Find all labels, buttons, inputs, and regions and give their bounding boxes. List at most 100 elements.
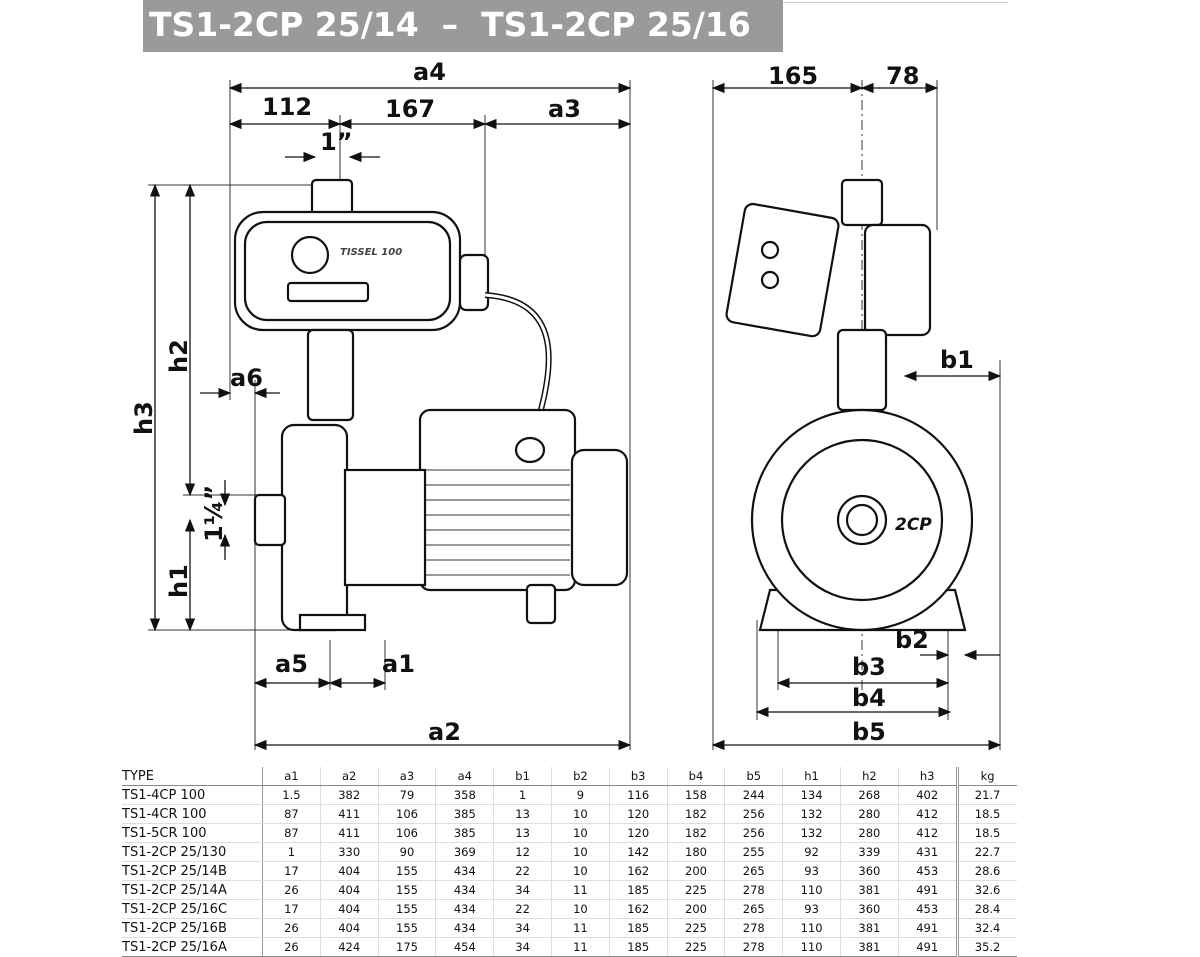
value-cell: 256 [724,804,783,824]
type-cell: TS1-2CP 25/14A [122,880,263,900]
dim-b5: b5 [852,718,886,746]
value-cell: 13 [493,823,552,843]
value-cell: 225 [666,937,725,957]
column-header: b5 [724,767,783,786]
value-cell: 35.2 [955,937,1017,957]
value-cell: 434 [435,918,494,938]
dim-h1: h1 [165,564,193,598]
value-cell: 132 [782,823,841,843]
value-cell: 21.7 [955,785,1017,805]
value-cell: 87 [262,804,321,824]
value-cell: 434 [435,861,494,881]
value-cell: 32.6 [955,880,1017,900]
column-header: h1 [782,767,841,786]
value-cell: 34 [493,918,552,938]
value-cell: 268 [839,785,899,805]
value-cell: 32.4 [955,918,1017,938]
value-cell: 491 [897,918,958,938]
pump-dimension-drawing: TISSEL 100 2CP a4 112 167 a3 1” h3 h2 a6… [130,58,1002,751]
value-cell: 11 [550,880,610,900]
value-cell: 155 [377,861,436,881]
value-cell: 142 [608,842,668,862]
type-cell: TS1-4CR 100 [122,804,263,824]
value-cell: 155 [377,918,436,938]
value-cell: 22 [493,899,552,919]
column-header: a4 [435,767,494,786]
divider [783,2,1008,3]
dim-1-1-4-inch: 1¼” [200,485,228,542]
value-cell: 155 [377,880,436,900]
value-cell: 280 [839,823,899,843]
value-cell: 155 [377,899,436,919]
dim-167: 167 [385,95,435,123]
value-cell: 381 [839,937,899,957]
value-cell: 385 [435,804,494,824]
dim-112: 112 [262,93,312,121]
value-cell: 26 [262,937,321,957]
value-cell: 10 [550,899,610,919]
value-cell: 110 [782,918,841,938]
value-cell: 185 [608,937,668,957]
dim-165: 165 [768,62,818,90]
value-cell: 360 [839,861,899,881]
value-cell: 34 [493,880,552,900]
value-cell: 278 [724,880,783,900]
value-cell: 358 [435,785,494,805]
dim-1-inch: 1” [320,128,352,156]
type-cell: TS1-2CP 25/14B [122,861,263,881]
value-cell: 182 [666,823,725,843]
value-cell: 162 [608,861,668,881]
type-cell: TS1-2CP 25/16A [122,937,263,957]
column-header: TYPE [122,767,263,786]
column-header: b4 [666,767,725,786]
value-cell: 385 [435,823,494,843]
value-cell: 424 [319,937,379,957]
value-cell: 404 [319,899,379,919]
value-cell: 1 [493,785,552,805]
value-cell: 110 [782,937,841,957]
value-cell: 9 [550,785,610,805]
value-cell: 10 [550,804,610,824]
value-cell: 1.5 [262,785,321,805]
column-header: a3 [377,767,436,786]
value-cell: 92 [782,842,841,862]
value-cell: 265 [724,861,783,881]
value-cell: 278 [724,918,783,938]
dim-a4: a4 [413,58,446,86]
value-cell: 404 [319,880,379,900]
value-cell: 28.4 [955,899,1017,919]
value-cell: 11 [550,937,610,957]
value-cell: 17 [262,899,321,919]
value-cell: 180 [666,842,725,862]
value-cell: 22 [493,861,552,881]
value-cell: 120 [608,804,668,824]
value-cell: 28.6 [955,861,1017,881]
value-cell: 26 [262,918,321,938]
dimension-lines [149,82,1002,751]
value-cell: 79 [377,785,436,805]
type-cell: TS1-5CR 100 [122,823,263,843]
dim-b2: b2 [895,626,929,654]
value-cell: 116 [608,785,668,805]
value-cell: 200 [666,899,725,919]
value-cell: 158 [666,785,725,805]
column-header: b2 [550,767,610,786]
value-cell: 256 [724,823,783,843]
dim-a2: a2 [428,718,461,746]
value-cell: 185 [608,880,668,900]
value-cell: 404 [319,918,379,938]
side-view-pump: TISSEL 100 [233,178,629,632]
value-cell: 265 [724,899,783,919]
value-cell: 453 [897,899,958,919]
value-cell: 225 [666,918,725,938]
dim-b3: b3 [852,653,886,681]
dim-a1: a1 [382,650,415,678]
column-header: b1 [493,767,552,786]
